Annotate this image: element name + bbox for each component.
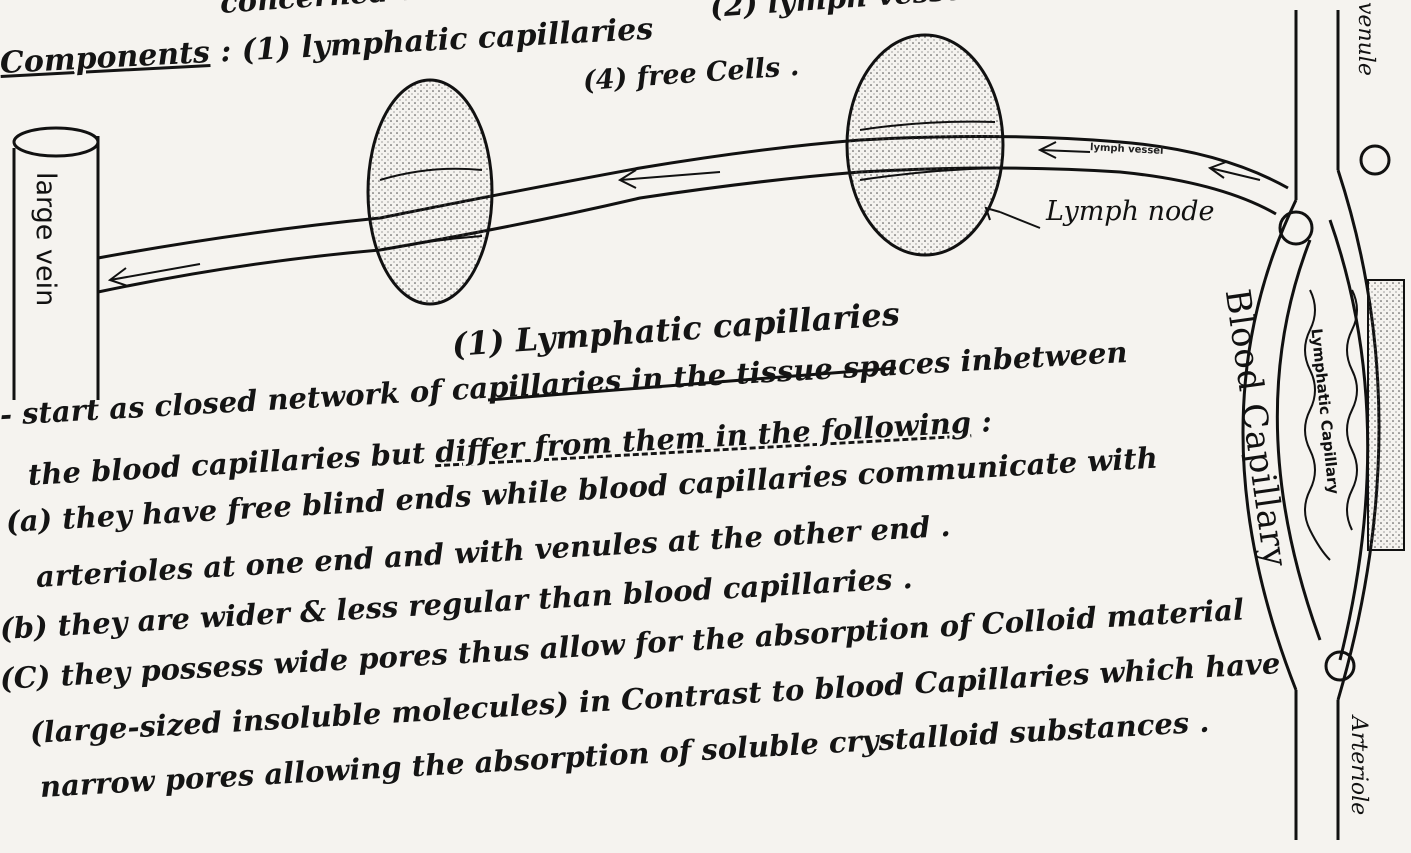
components-colon: : — [209, 34, 232, 70]
lymph-node-left — [368, 80, 492, 304]
lymph-node-label: Lymph node — [1046, 196, 1214, 227]
body-line-2-end: : — [970, 404, 993, 439]
large-vein-label: large vein — [30, 172, 61, 306]
arteriole-label: Arteriole — [1346, 716, 1371, 815]
lymph-node-right — [847, 35, 1003, 255]
venule-label: venule — [1353, 2, 1378, 76]
